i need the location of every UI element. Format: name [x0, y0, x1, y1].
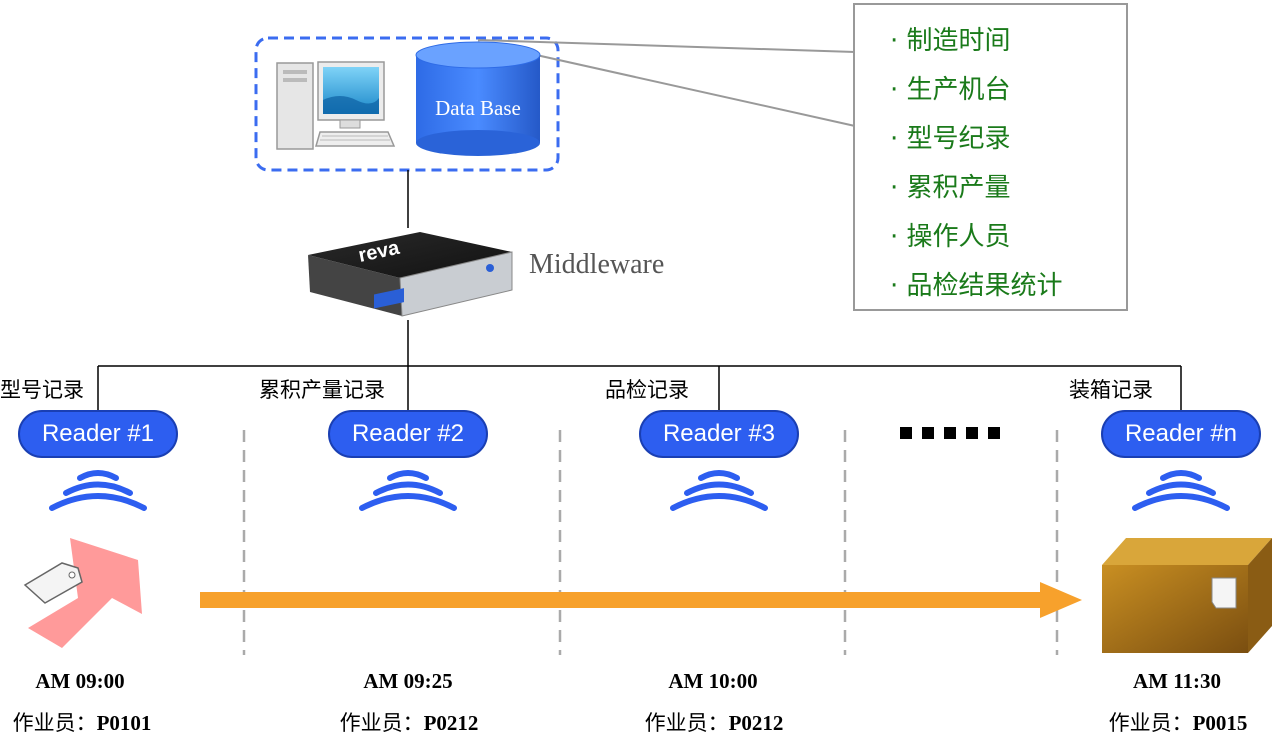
wireless-signal-icon	[49, 470, 147, 511]
callout-line-bottom	[477, 41, 856, 127]
reader-1: Reader #1	[18, 410, 178, 458]
time-1: AM 09:00	[35, 669, 125, 693]
wireless-signal-icon	[1132, 470, 1230, 511]
operator-1: 作业员：P0101	[0, 707, 172, 737]
operator-3: 作业员：P0212	[624, 707, 804, 737]
wireless-signal-icon	[359, 470, 457, 511]
time-2: AM 09:25	[363, 669, 453, 693]
operator-code: P0015	[1192, 711, 1248, 735]
operator-prefix: 作业员：	[1108, 711, 1193, 735]
database-label: Data Base	[435, 96, 521, 120]
callout-line-top	[477, 39, 856, 53]
reader-2: Reader #2	[328, 410, 488, 458]
info-item: · 累积产量	[890, 173, 1011, 203]
operator-code: P0212	[728, 711, 784, 735]
info-item: · 操作人员	[890, 222, 1011, 252]
record-label-n: 装箱记录	[1069, 378, 1153, 402]
time-n: AM 11:30	[1132, 669, 1222, 693]
computer-icon	[276, 61, 396, 150]
operator-code: P0101	[96, 711, 152, 735]
operator-n: 作业员：P0015	[1088, 707, 1268, 737]
time-3: AM 10:00	[668, 669, 758, 693]
flow-arrow	[200, 582, 1082, 618]
info-item: · 生产机台	[890, 75, 1011, 105]
reader-n: Reader #n	[1101, 410, 1261, 458]
info-item: · 品检结果统计	[890, 271, 1063, 301]
operator-code: P0212	[423, 711, 479, 735]
wireless-signals	[49, 470, 1230, 511]
record-label-1: 型号记录	[0, 378, 84, 402]
record-label-2: 累积产量记录	[259, 378, 385, 402]
middleware-device-icon: reva	[308, 232, 513, 317]
info-item: · 制造时间	[890, 26, 1011, 56]
ellipsis-squares	[900, 427, 1000, 439]
operator-prefix: 作业员：	[644, 711, 729, 735]
middleware-label: Middleware	[529, 249, 665, 280]
info-box	[853, 3, 1128, 311]
record-label-3: 品检记录	[605, 378, 689, 402]
operator-2: 作业员：P0212	[319, 707, 499, 737]
database-icon	[415, 41, 541, 156]
operator-prefix: 作业员：	[339, 711, 424, 735]
wireless-signal-icon	[670, 470, 768, 511]
package-box-icon	[1102, 538, 1272, 653]
reader-3: Reader #3	[639, 410, 799, 458]
rfid-tag-icon	[23, 538, 142, 648]
info-item: · 型号纪录	[890, 124, 1011, 154]
server-group-border	[254, 36, 560, 172]
operator-prefix: 作业员：	[12, 711, 97, 735]
